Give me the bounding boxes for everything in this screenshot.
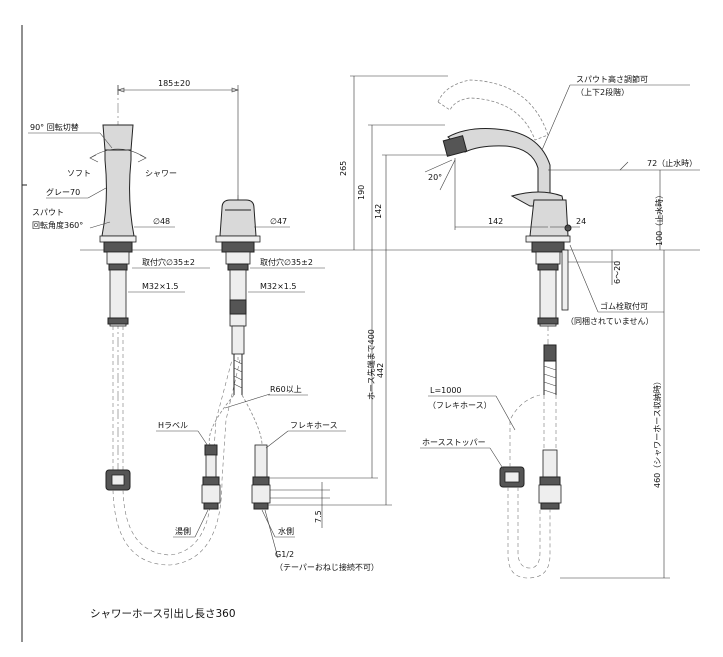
dim-72-text: 72（止水時） [647,158,697,168]
taper-note: （テーパーおねじ接続不可） [275,562,379,572]
diameter-47-label: ∅47 [270,217,287,226]
rubber-plug-label-2: （同梱されていません） [566,316,654,326]
shower-label: シャワー [145,169,177,178]
diameter-48-label: ∅48 [153,217,170,226]
thread-g-label: G1/2 [275,550,294,559]
hose-length-label-2: （フレキホース） [428,401,492,410]
dim-142-vertical-text: 142 [374,204,383,219]
right-faucet [437,79,572,579]
hose-length-label-1: L=1000 [430,386,462,395]
left-dim-185: 185±20 [117,79,239,200]
dim-185-text: 185±20 [158,79,190,88]
angle-20-text: 20° [428,173,442,182]
spout-rotation-label-2: 回転角度360° [32,220,83,230]
spout-rotation-label-1: スパウト [32,208,64,217]
cold-side-label: 水側 [278,526,294,536]
hose-stopper-label: ホースストッパー [422,438,486,447]
spout-height-label-1: スパウト高さ調節可 [576,74,648,84]
dim-24-text: 24 [576,217,586,226]
h-label: Hラベル [158,421,188,430]
gray-label: グレー70 [46,187,80,197]
soft-label: ソフト [67,169,91,178]
lever-rotation-label: 90° 回転切替 [30,122,79,132]
dim-100-text: 100（止水時） [654,191,664,246]
hot-side-fitting [201,444,221,510]
bend-radius-label: R60以上 [270,385,302,394]
middle-faucet [215,195,261,395]
caption: シャワーホース引出し長さ360 [90,607,236,620]
hose-tip-dim-text: ホース先端まで400 [366,329,376,400]
hot-side-label: 湯側 [175,526,191,536]
cold-side-fitting [251,444,271,510]
rubber-plug-label-1: ゴム栓取付可 [600,301,648,311]
spout-height-label-2: （上下2段階） [576,87,629,97]
left-thread-label: M32×1.5 [142,282,179,291]
dim-460-text: 460（シャワーホース収納時） [652,377,662,488]
middle-thread-label: M32×1.5 [260,282,297,291]
middle-mount-hole-label: 取付穴∅35±2 [260,257,313,267]
dim-142-horizontal-text: 142 [488,217,503,226]
dim-75-text: 7.5 [314,510,323,523]
dim-442-text: 442 [376,363,385,378]
left-faucet [89,85,241,566]
dim-190-text: 190 [357,185,366,200]
flexi-hose-label: フレキホース [290,421,338,430]
dim-265-text: 265 [339,161,348,176]
left-mount-hole-label: 取付穴∅35±2 [142,257,195,267]
dim-6-20-text: 6～20 [613,261,622,284]
